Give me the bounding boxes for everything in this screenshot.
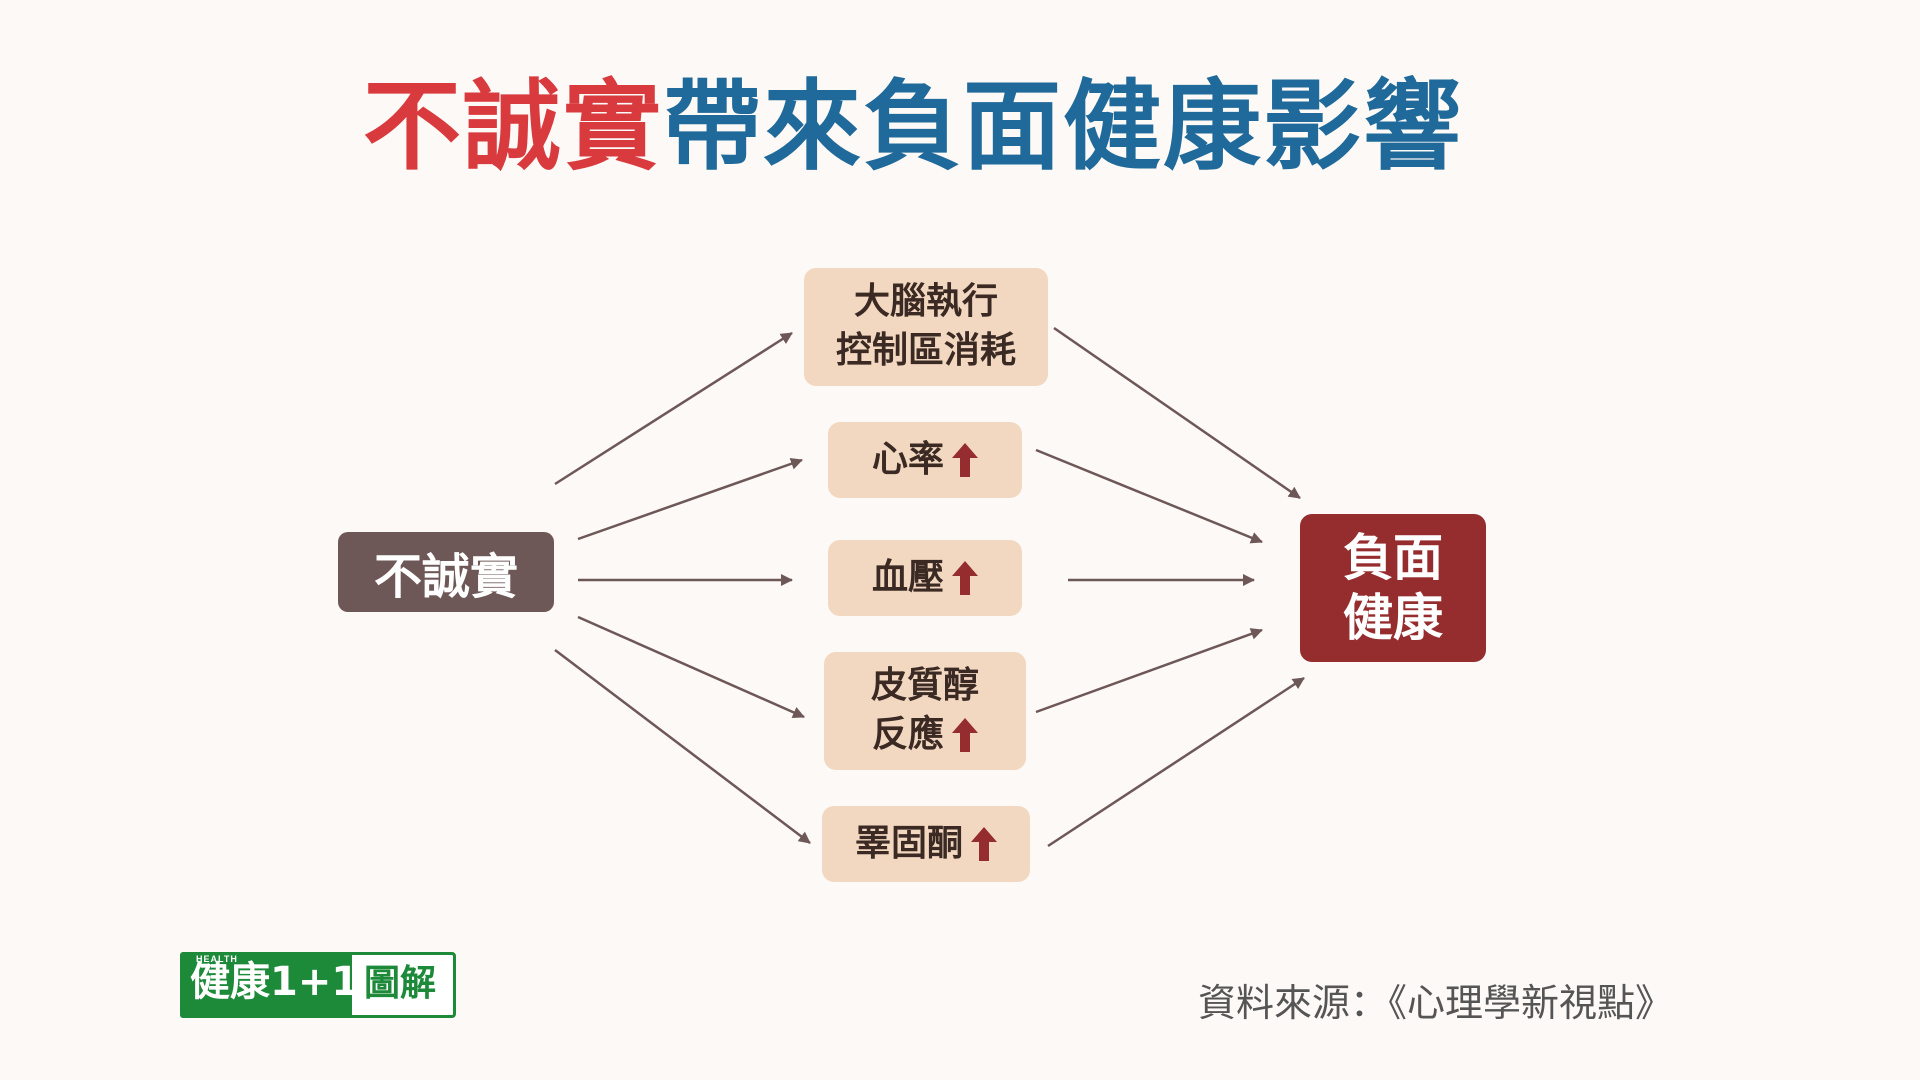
- arrow-source-to-testosterone: [554, 649, 811, 844]
- up-arrow-icon: [952, 718, 978, 753]
- up-arrow-icon: [971, 827, 997, 861]
- arrow-source-to-heart-rate: [577, 458, 803, 541]
- logo-green-block: [180, 952, 352, 1018]
- node-heart-rate: 心率: [828, 422, 1022, 498]
- node-brain-line2: 控制區消耗: [835, 330, 1016, 371]
- node-cortisol-line2: 反應: [871, 714, 944, 755]
- page-title: 不誠實帶來負面健康影響: [0, 78, 1826, 176]
- target-node-line2: 健康: [1343, 589, 1443, 647]
- arrow-brain-to-target: [1053, 326, 1301, 500]
- node-brain-executive: 大腦執行 控制區消耗: [804, 268, 1048, 386]
- logo-health-text: HEALTH: [196, 954, 238, 964]
- node-blood-pressure-label: 血壓: [871, 556, 944, 598]
- node-testosterone-label: 睪固酮: [854, 822, 963, 864]
- node-cortisol-line1: 皮質醇: [870, 665, 979, 707]
- logo-sub-text: 圖解: [364, 963, 437, 1004]
- arrow-cortisol-to-target: [1035, 628, 1263, 714]
- node-cortisol: 皮質醇 反應: [824, 652, 1026, 770]
- up-arrow-icon: [952, 443, 978, 477]
- brand-logo: HEALTH 健康1+1 圖解: [180, 952, 458, 1020]
- arrow-source-to-cortisol: [577, 615, 805, 719]
- title-highlight: 不誠實: [362, 70, 663, 184]
- node-blood-pressure: 血壓: [828, 540, 1022, 616]
- title-rest: 帶來負面健康影響: [663, 70, 1464, 184]
- source-node: 不誠實: [338, 532, 554, 612]
- target-node-line1: 負面: [1343, 529, 1443, 587]
- node-brain-line1: 大腦執行: [853, 281, 998, 323]
- node-testosterone: 睪固酮: [822, 806, 1030, 882]
- node-heart-rate-label: 心率: [871, 438, 944, 480]
- arrow-testosterone-to-target: [1047, 676, 1305, 848]
- arrow-source-to-brain: [554, 331, 793, 486]
- source-citation: 資料來源：《心理學新視點》: [1198, 981, 1674, 1025]
- source-node-label: 不誠實: [373, 549, 518, 605]
- up-arrow-icon: [952, 561, 978, 595]
- logo-brand-text: 健康1+1: [190, 959, 360, 1005]
- target-node: 負面 健康: [1300, 514, 1486, 662]
- arrow-heart-rate-to-target: [1035, 448, 1263, 544]
